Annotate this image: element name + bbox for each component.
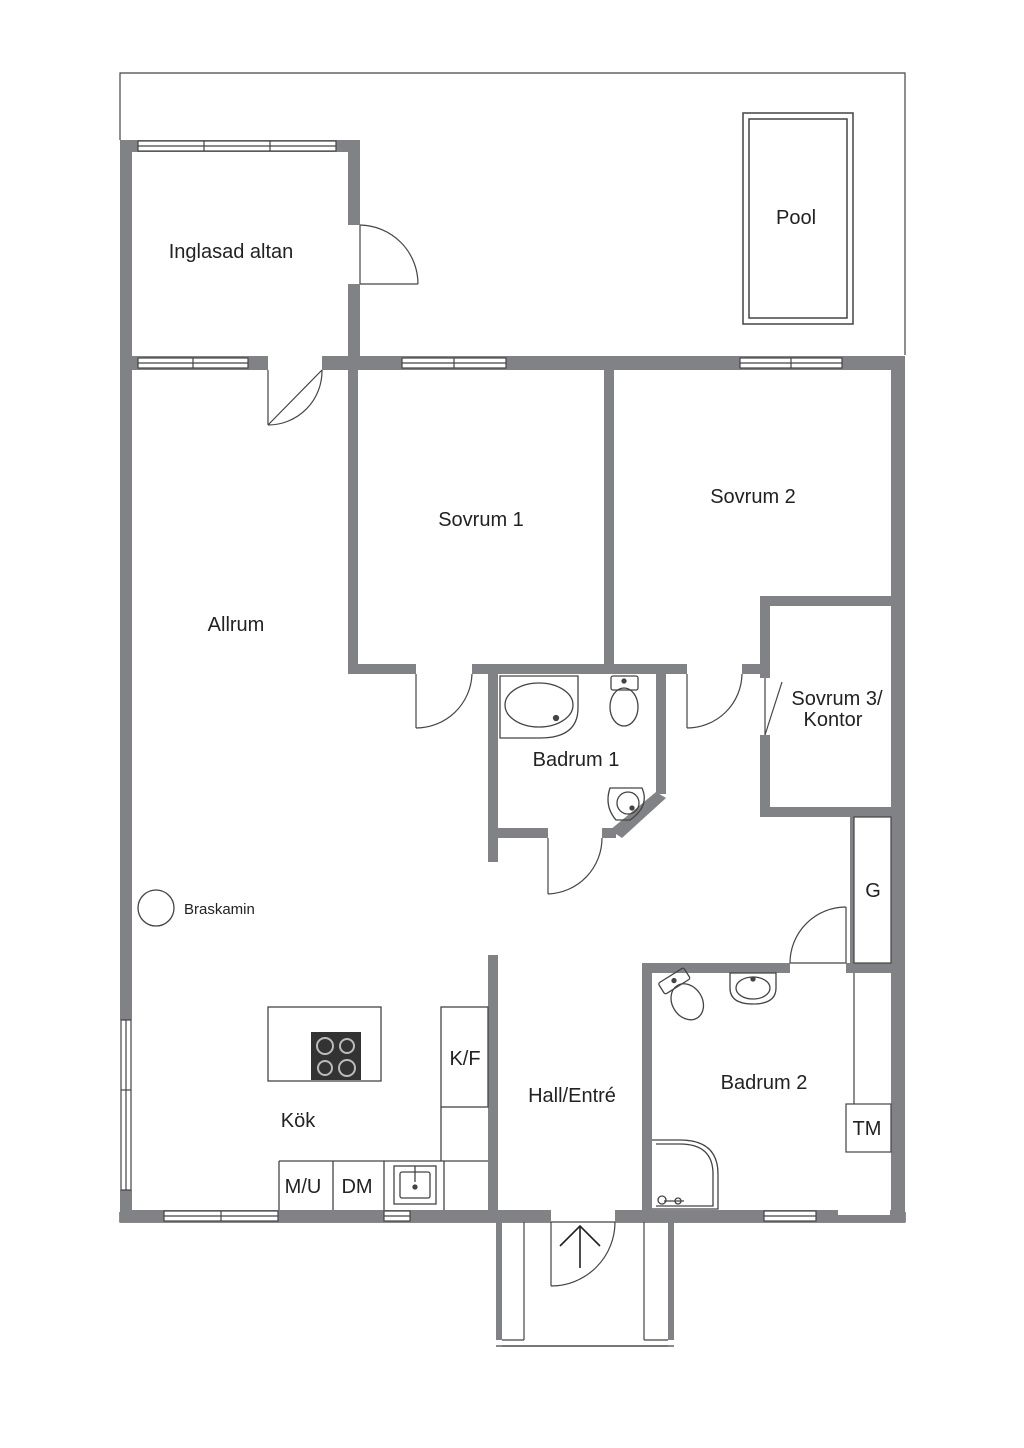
cooktop-icon	[311, 1032, 361, 1080]
room-labels: Inglasad altan Pool Allrum Sovrum 1 Sovr…	[169, 207, 883, 1132]
sink-icon	[729, 972, 777, 1005]
toilet-icon	[658, 967, 705, 1021]
walls	[120, 140, 905, 1340]
room-label-badrum1: Badrum 1	[533, 749, 620, 771]
sink-icon	[607, 787, 645, 821]
windows	[120, 140, 890, 1222]
fixture-label-kf: K/F	[449, 1048, 480, 1070]
room-label-allrum: Allrum	[208, 614, 265, 636]
pool	[742, 112, 854, 325]
room-label-sovrum1: Sovrum 1	[438, 509, 524, 531]
bathtub-icon	[499, 675, 579, 739]
fixture-label-garderob: G	[865, 880, 881, 902]
fixture-label-dm: DM	[341, 1176, 372, 1198]
room-label-kok: Kök	[281, 1110, 316, 1132]
room-label-badrum2: Badrum 2	[721, 1072, 808, 1094]
doors	[267, 224, 847, 1287]
room-label-sovrum3: Sovrum 3/	[791, 688, 883, 710]
fixture-label-mu: M/U	[285, 1176, 322, 1198]
kitchen-island	[267, 1006, 382, 1082]
shower-icon	[652, 1139, 719, 1210]
sink-icon	[393, 1165, 437, 1205]
kitchen-counter	[278, 1160, 488, 1210]
room-label-pool: Pool	[776, 207, 816, 229]
toilet-icon	[609, 675, 639, 727]
fireplace-icon	[137, 889, 175, 927]
garderob-cabinet	[853, 816, 892, 964]
fixture-labels: Braskamin G K/F M/U DM TM	[184, 880, 881, 1198]
kyl-frys-cabinet	[440, 1006, 489, 1161]
laundry-area	[845, 973, 892, 1153]
arrow-up-icon	[559, 1224, 601, 1268]
room-label-kontor: Kontor	[804, 709, 863, 731]
room-label-hall: Hall/Entré	[528, 1085, 616, 1107]
room-label-sovrum2: Sovrum 2	[710, 486, 796, 508]
room-label-altan: Inglasad altan	[169, 241, 294, 263]
fixture-label-tm: TM	[853, 1118, 882, 1140]
fixture-label-braskamin: Braskamin	[184, 901, 255, 918]
entry-porch	[496, 1222, 674, 1347]
